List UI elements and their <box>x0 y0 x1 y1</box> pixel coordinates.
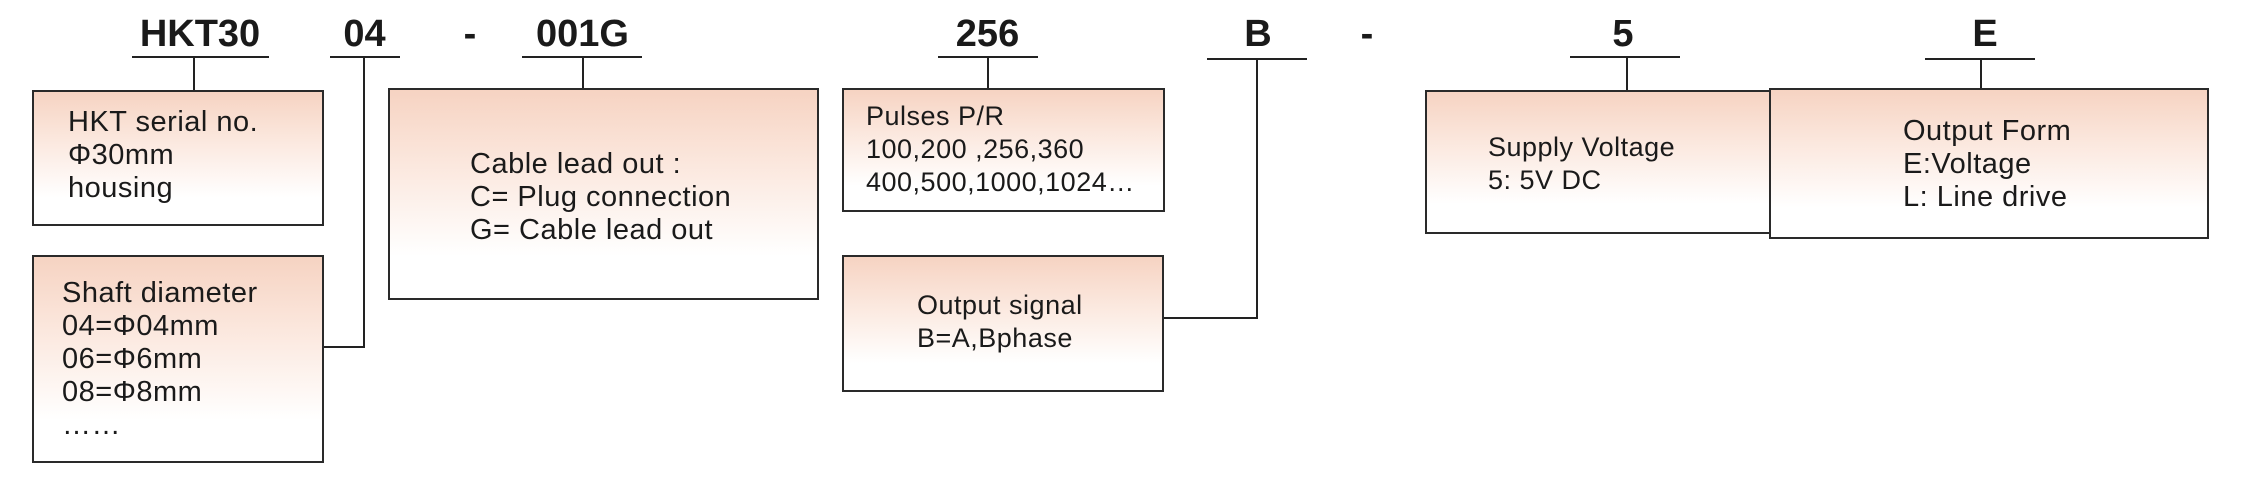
code-signal: B <box>1244 13 1272 55</box>
box-output: Output Form E:Voltage L: Line drive <box>1769 88 2209 239</box>
box-signal: Output signal B=A,Bphase <box>842 255 1164 392</box>
underline-voltage <box>1570 56 1680 58</box>
series-line-1: HKT serial no. <box>68 106 259 138</box>
connector-shaft-vertical <box>363 56 365 348</box>
connector-output <box>1980 58 1982 88</box>
code-cable: 001G <box>536 13 629 55</box>
box-voltage: Supply Voltage 5: 5V DC <box>1425 90 1822 234</box>
connector-series <box>193 56 195 90</box>
code-series: HKT30 <box>139 13 261 55</box>
code-dash-2: - <box>1360 13 1374 55</box>
shaft-line-5: …… <box>62 409 121 441</box>
box-shaft: Shaft diameter 04=Φ04mm 06=Φ6mm 08=Φ8mm … <box>32 255 324 463</box>
connector-cable <box>582 56 584 88</box>
voltage-line-2: 5: 5V DC <box>1488 165 1602 195</box>
output-line-2: E:Voltage <box>1903 148 2032 180</box>
signal-line-1: Output signal <box>917 290 1083 320</box>
cable-line-2: C= Plug connection <box>470 181 732 213</box>
cable-line-3: G= Cable lead out <box>470 214 714 246</box>
pulses-line-3: 400,500,1000,1024… <box>866 167 1135 197</box>
box-cable: Cable lead out : C= Plug connection G= C… <box>388 88 819 300</box>
code-output: E <box>1972 13 1998 55</box>
connector-signal-horizontal <box>1162 317 1258 319</box>
connector-signal-vertical <box>1256 58 1258 319</box>
shaft-line-2: 04=Φ04mm <box>62 310 219 342</box>
pulses-line-1: Pulses P/R <box>866 101 1005 131</box>
series-line-2: Φ30mm <box>68 139 175 171</box>
voltage-line-1: Supply Voltage <box>1488 132 1676 162</box>
box-series: HKT serial no. Φ30mm housing <box>32 90 324 226</box>
code-pulses: 256 <box>955 13 1020 55</box>
pulses-line-2: 100,200 ,256,360 <box>866 134 1085 164</box>
series-line-3: housing <box>68 172 174 204</box>
shaft-line-1: Shaft diameter <box>62 277 258 309</box>
code-voltage: 5 <box>1612 13 1634 55</box>
connector-voltage <box>1626 56 1628 90</box>
shaft-line-4: 08=Φ8mm <box>62 376 203 408</box>
code-dash-1: - <box>463 13 477 55</box>
code-shaft: 04 <box>343 13 386 55</box>
output-line-3: L: Line drive <box>1903 181 2068 213</box>
underline-series <box>132 56 269 58</box>
shaft-line-3: 06=Φ6mm <box>62 343 203 375</box>
box-pulses: Pulses P/R 100,200 ,256,360 400,500,1000… <box>842 88 1165 212</box>
cable-line-1: Cable lead out : <box>470 148 682 180</box>
signal-line-2: B=A,Bphase <box>917 323 1073 353</box>
connector-shaft-horizontal <box>323 346 365 348</box>
connector-pulses <box>987 56 989 88</box>
output-line-1: Output Form <box>1903 115 2072 147</box>
underline-shaft <box>330 56 400 58</box>
